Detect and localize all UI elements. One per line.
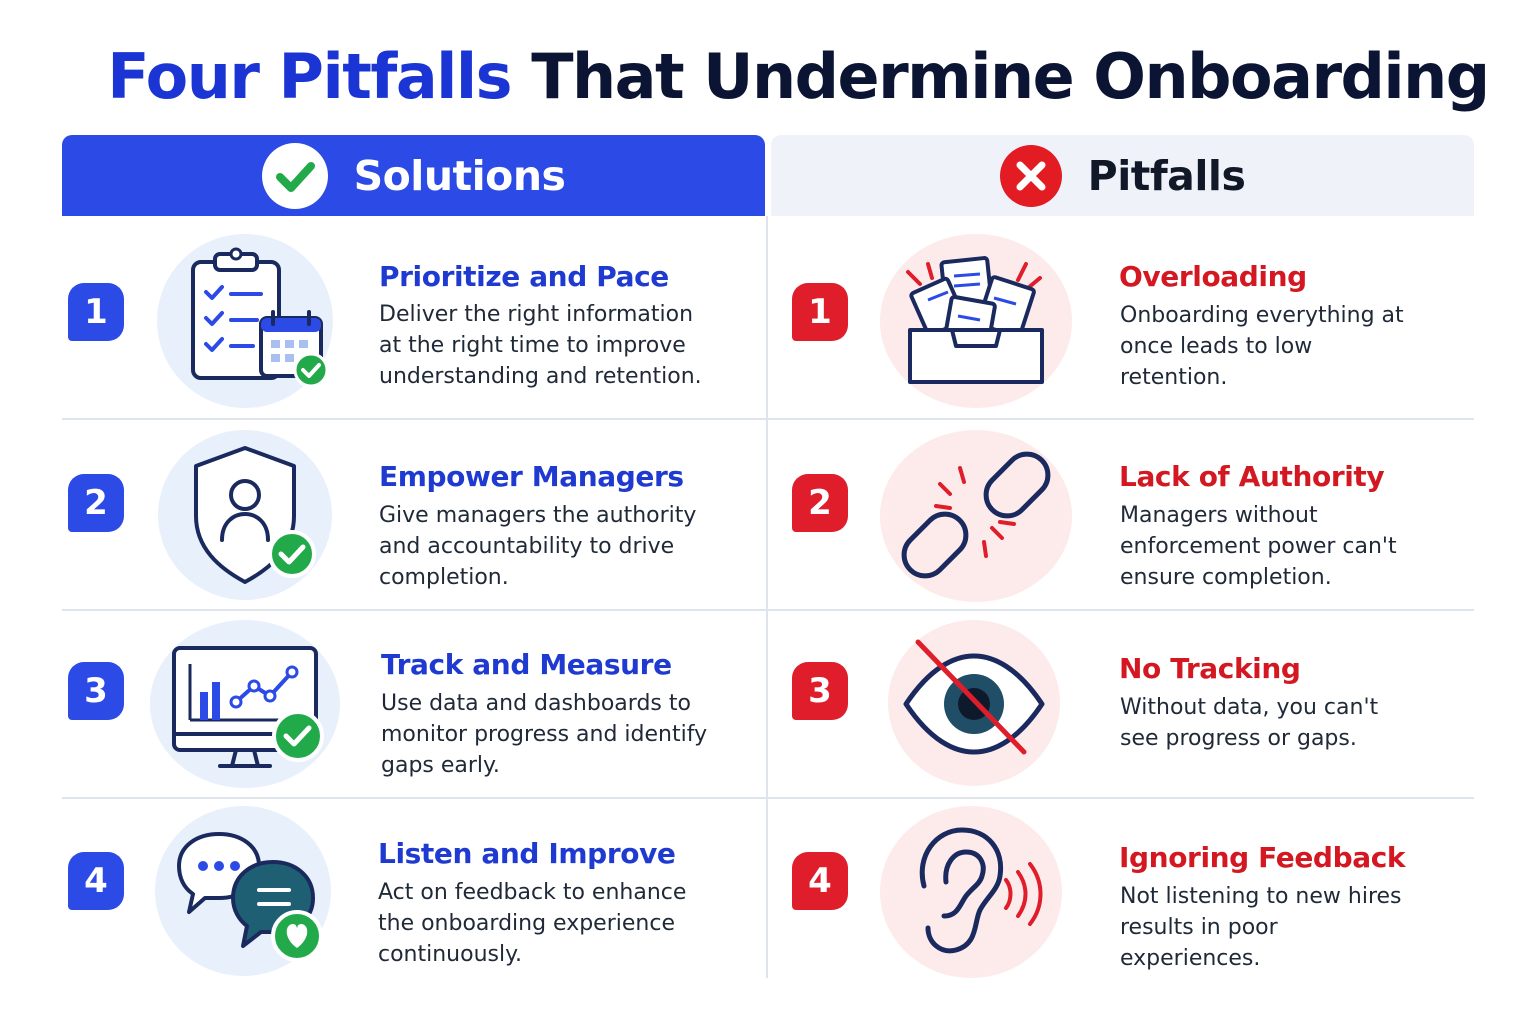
pitfall-description: Without data, you can't see progress or … [1120, 695, 1379, 751]
solution-number: 4 [68, 852, 124, 910]
column-divider [766, 216, 768, 978]
solutions-header: Solutions [62, 135, 765, 216]
pitfall-title: Overloading [1119, 260, 1307, 293]
solution-description: Deliver the right information at the rig… [379, 302, 702, 389]
solution-title: Empower Managers [379, 460, 684, 493]
solution-title: Prioritize and Pace [379, 260, 669, 293]
pitfall-number: 3 [792, 662, 848, 720]
solution-title: Listen and Improve [378, 837, 676, 870]
solution-title: Track and Measure [381, 648, 672, 681]
page-title: Four Pitfalls That Undermine Onboarding [0, 38, 1536, 116]
check-icon [261, 142, 328, 209]
clipboard-calendar-icon [191, 247, 329, 388]
row-divider [62, 418, 1474, 420]
solution-icon-circle [150, 620, 340, 788]
pitfall-number: 4 [792, 852, 848, 910]
solution-number: 1 [68, 283, 124, 341]
eye-slash-icon [903, 639, 1045, 755]
overflowing-inbox-icon [906, 256, 1044, 384]
dashboard-monitor-icon [172, 646, 324, 768]
pitfall-title: No Tracking [1119, 652, 1301, 685]
solution-number: 3 [68, 662, 124, 720]
pitfall-icon-circle [880, 430, 1072, 602]
solutions-header-label: Solutions [353, 151, 566, 200]
solution-description: Give managers the authority and accounta… [379, 503, 697, 590]
pitfall-title: Ignoring Feedback [1119, 841, 1406, 874]
broken-link-icon [901, 451, 1051, 579]
row-divider [62, 609, 1474, 611]
ear-sound-icon [919, 827, 1043, 954]
chat-heart-icon [177, 832, 323, 962]
solution-description: Use data and dashboards to monitor progr… [381, 691, 708, 778]
solution-icon-circle [157, 234, 333, 408]
title-rest: That Undermine Onboarding [531, 40, 1490, 113]
row-divider [62, 797, 1474, 799]
pitfall-number: 1 [792, 283, 848, 341]
shield-user-icon [194, 446, 316, 584]
solution-number: 2 [68, 474, 124, 532]
pitfall-title: Lack of Authority [1119, 460, 1385, 493]
pitfall-icon-circle [880, 234, 1072, 408]
solution-icon-circle [155, 806, 331, 976]
pitfall-number: 2 [792, 474, 848, 532]
pitfalls-header-label: Pitfalls [1087, 151, 1246, 200]
pitfall-description: Onboarding everything at once leads to l… [1120, 303, 1404, 390]
pitfall-description: Not listening to new hires results in po… [1120, 884, 1402, 971]
pitfall-icon-circle [888, 620, 1060, 786]
title-highlight: Four Pitfalls [107, 40, 512, 113]
solution-icon-circle [158, 430, 332, 600]
pitfall-icon-circle [880, 806, 1062, 978]
pitfall-description: Managers without enforcement power can't… [1120, 503, 1397, 590]
solution-description: Act on feedback to enhance the onboardin… [378, 880, 687, 967]
x-icon [999, 144, 1062, 207]
pitfalls-header: Pitfalls [771, 135, 1474, 216]
